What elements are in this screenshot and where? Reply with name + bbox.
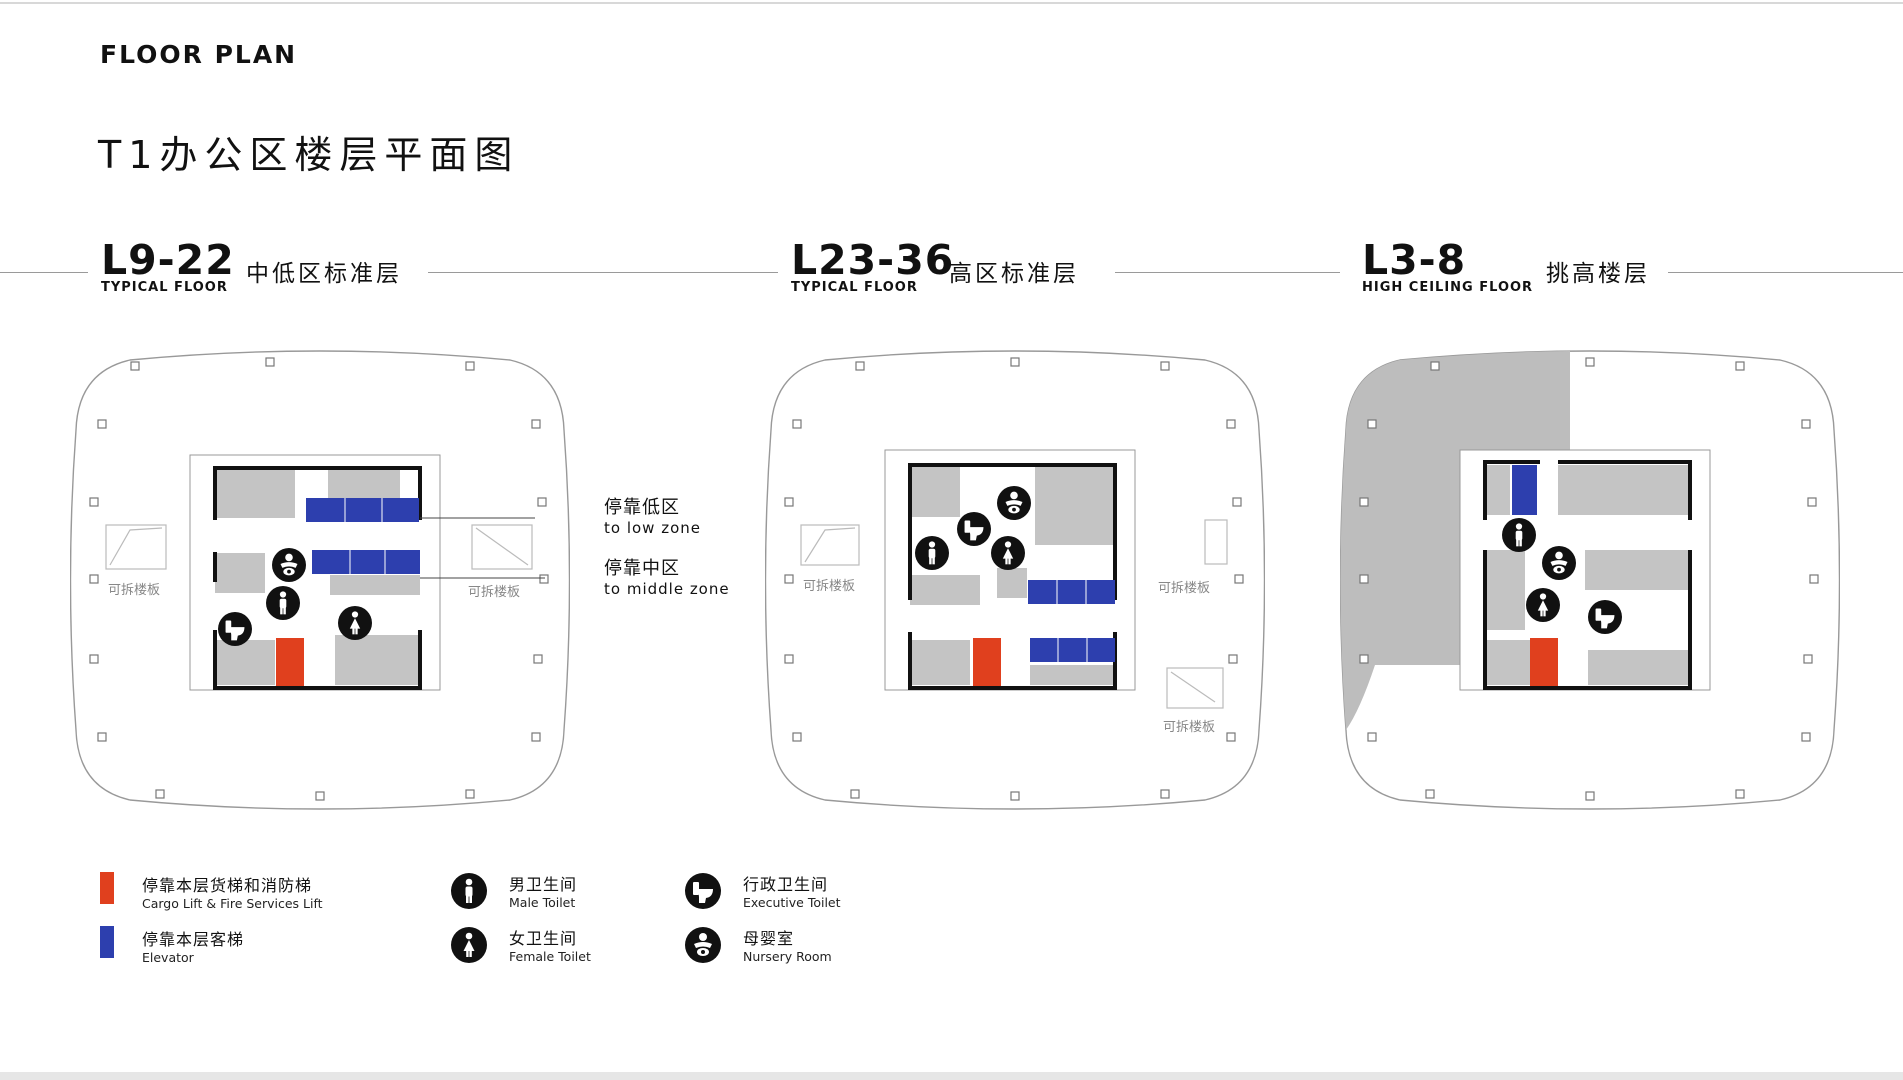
- legend-item-nursery-room: 母婴室 Nursery Room: [685, 925, 832, 964]
- legend-cn: 停靠本层货梯和消防梯: [142, 876, 313, 895]
- section-divider: [1668, 272, 1903, 273]
- page-kicker: FLOOR PLAN: [100, 40, 298, 69]
- nursery-room-icon: [685, 927, 721, 963]
- cargo-lift-swatch: [100, 872, 114, 904]
- section-header-l3-8: L3-8 HIGH CEILING FLOOR: [1362, 240, 1533, 295]
- annotation-low-zone: 停靠低区 to low zone: [604, 493, 701, 537]
- legend-en: Elevator: [142, 950, 194, 965]
- section-header-l9-22: L9-22 TYPICAL FLOOR: [101, 240, 235, 295]
- annotation-cn: 停靠中区: [604, 558, 680, 579]
- legend-en: Female Toilet: [509, 949, 591, 964]
- section-name-cn: 挑高楼层: [1546, 261, 1650, 287]
- section-subtitle: TYPICAL FLOOR: [791, 280, 918, 295]
- floor-plan-l23-36: [765, 350, 1265, 810]
- legend-item-male-toilet: 男卫生间 Male Toilet: [451, 871, 577, 910]
- section-divider: [1115, 272, 1340, 273]
- section-divider: [428, 272, 778, 273]
- legend-cn: 母婴室: [743, 929, 795, 948]
- removable-slab-label: 可拆楼板: [1163, 720, 1216, 735]
- section-header-l23-36: L23-36 TYPICAL FLOOR: [791, 240, 954, 295]
- removable-slab-label: 可拆楼板: [108, 583, 161, 598]
- elevator-swatch: [100, 926, 114, 958]
- section-code: L3-8: [1362, 236, 1467, 284]
- legend-en: Executive Toilet: [743, 895, 841, 910]
- floor-plan-l3-8: [1340, 350, 1840, 810]
- bottom-bar: [0, 1072, 1903, 1080]
- legend-cn: 停靠本层客梯: [142, 930, 245, 949]
- legend-en: Nursery Room: [743, 949, 832, 964]
- section-name-cn: 中低区标准层: [246, 261, 402, 287]
- legend-item-cargo-lift: 停靠本层货梯和消防梯 Cargo Lift & Fire Services Li…: [100, 872, 323, 911]
- removable-slab-label: 可拆楼板: [1158, 581, 1211, 596]
- legend-item-female-toilet: 女卫生间 Female Toilet: [451, 925, 591, 964]
- annotation-cn: 停靠低区: [604, 497, 680, 518]
- legend-cn: 女卫生间: [509, 929, 578, 948]
- section-name-cn: 高区标准层: [949, 261, 1079, 287]
- executive-toilet-icon: [685, 873, 721, 909]
- legend-cn: 男卫生间: [509, 875, 578, 894]
- legend-en: Male Toilet: [509, 895, 576, 910]
- section-subtitle: HIGH CEILING FLOOR: [1362, 280, 1534, 295]
- section-code: L9-22: [101, 236, 235, 284]
- page-title: T1办公区楼层平面图: [98, 133, 520, 177]
- legend-en: Cargo Lift & Fire Services Lift: [142, 896, 323, 911]
- legend-item-elevator: 停靠本层客梯 Elevator: [100, 926, 244, 965]
- removable-slab-label: 可拆楼板: [803, 579, 856, 594]
- removable-slab-label: 可拆楼板: [468, 585, 521, 600]
- annotation-en: to middle zone: [604, 580, 730, 598]
- annotation-middle-zone: 停靠中区 to middle zone: [604, 554, 730, 598]
- legend-item-executive-toilet: 行政卫生间 Executive Toilet: [685, 871, 841, 910]
- floor-plan-l9-22: [70, 350, 570, 810]
- female-toilet-icon: [451, 927, 487, 963]
- section-subtitle: TYPICAL FLOOR: [101, 280, 228, 295]
- section-code: L23-36: [791, 236, 955, 284]
- top-divider: [0, 2, 1903, 4]
- section-divider: [0, 272, 88, 273]
- male-toilet-icon: [451, 873, 487, 909]
- legend-cn: 行政卫生间: [743, 875, 829, 894]
- annotation-en: to low zone: [604, 519, 701, 537]
